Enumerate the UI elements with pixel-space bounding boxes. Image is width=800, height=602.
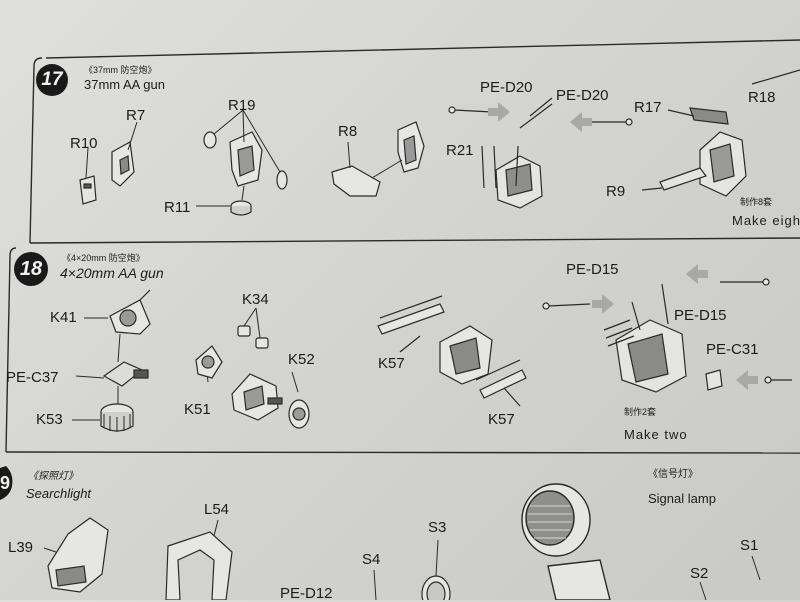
step19-leader-lines bbox=[43, 519, 761, 600]
step17-number-badge: 17 bbox=[36, 64, 68, 96]
part-label-r11: R11 bbox=[164, 199, 191, 216]
signal-lamp-title-cn: 《信号灯》 bbox=[648, 469, 698, 480]
step18-arrows bbox=[592, 264, 758, 390]
step17-make-cn: 制作8套 bbox=[740, 197, 773, 207]
part-label-s3: S3 bbox=[428, 519, 447, 536]
step19-title-cn: 《探照灯》 bbox=[28, 471, 78, 482]
signal-lamp-title-en: Signal lamp bbox=[648, 491, 716, 506]
part-label-pe-d15-right: PE-D15 bbox=[674, 307, 727, 324]
part-label-r7: R7 bbox=[126, 107, 146, 124]
part-label-r9: R9 bbox=[606, 183, 626, 200]
step18-pe-assembly bbox=[542, 278, 792, 393]
step18-title-cn: 《4×20mm 防空炮》 bbox=[62, 253, 145, 263]
step17-pe-assembly bbox=[448, 97, 633, 209]
part-label-pe-d20-right: PE-D20 bbox=[556, 87, 609, 104]
r19-leader-lines bbox=[85, 109, 281, 207]
step17-title-cn: 《37mm 防空炮》 bbox=[84, 65, 157, 75]
r7-part bbox=[111, 141, 135, 187]
step19-title-en: Searchlight bbox=[26, 486, 92, 501]
part-label-pe-c31: PE-C31 bbox=[706, 341, 759, 358]
step18-title-en: 4×20mm AA gun bbox=[60, 265, 164, 281]
step18-leader-lines bbox=[72, 307, 299, 421]
part-label-s2: S2 bbox=[690, 565, 709, 582]
part-label-k53: K53 bbox=[36, 411, 63, 428]
part-label-r21: R21 bbox=[446, 142, 474, 159]
part-label-pe-d20-left: PE-D20 bbox=[480, 79, 533, 96]
part-label-r19: R19 bbox=[228, 97, 256, 114]
part-label-k57-right: K57 bbox=[488, 411, 515, 428]
part-label-r18: R18 bbox=[748, 89, 776, 106]
part-label-l39: L39 bbox=[8, 539, 34, 556]
k41-part bbox=[109, 289, 151, 335]
part-label-k52: K52 bbox=[288, 351, 315, 368]
part-label-k57-left: K57 bbox=[378, 355, 405, 372]
step18-make-cn: 制作2套 bbox=[624, 407, 657, 417]
part-label-k34: K34 bbox=[242, 291, 269, 308]
s3-lens-part bbox=[421, 575, 451, 600]
r10-part bbox=[79, 175, 97, 205]
r19-gun-part bbox=[203, 131, 288, 216]
l54-part bbox=[165, 531, 233, 600]
step18-number-badge: 18 bbox=[14, 252, 48, 286]
step17-title-en: 37mm AA gun bbox=[84, 77, 165, 92]
part-label-l54: L54 bbox=[204, 501, 230, 518]
r17-r9-assembly bbox=[641, 69, 800, 197]
part-label-pe-d12: PE-D12 bbox=[280, 585, 333, 602]
pe-c37-part bbox=[102, 361, 149, 387]
r8-part bbox=[331, 121, 425, 197]
step19-number-fragment: 9 bbox=[0, 473, 11, 493]
part-label-s4: S4 bbox=[362, 551, 381, 568]
step19-badge-fragment bbox=[0, 466, 13, 500]
step17-make-en: Make eigh bbox=[732, 213, 800, 228]
part-label-s1: S1 bbox=[740, 537, 759, 554]
k57-assembly bbox=[377, 295, 527, 407]
part-label-r8: R8 bbox=[338, 123, 358, 140]
part-label-k51: K51 bbox=[184, 401, 211, 418]
k34-k51-k52-assembly bbox=[195, 325, 310, 429]
part-label-k41: K41 bbox=[50, 309, 77, 326]
part-label-pe-c37: PE-C37 bbox=[6, 369, 59, 386]
part-label-r10: R10 bbox=[70, 135, 98, 152]
signal-lamp-part bbox=[521, 483, 611, 600]
part-label-pe-d15-left: PE-D15 bbox=[566, 261, 619, 278]
k53-part bbox=[100, 403, 134, 432]
step-frames bbox=[5, 39, 800, 454]
part-label-r17: R17 bbox=[634, 99, 662, 116]
step17-arrows bbox=[488, 102, 592, 132]
step18-make-en: Make two bbox=[624, 427, 688, 442]
l39-part bbox=[47, 517, 109, 593]
